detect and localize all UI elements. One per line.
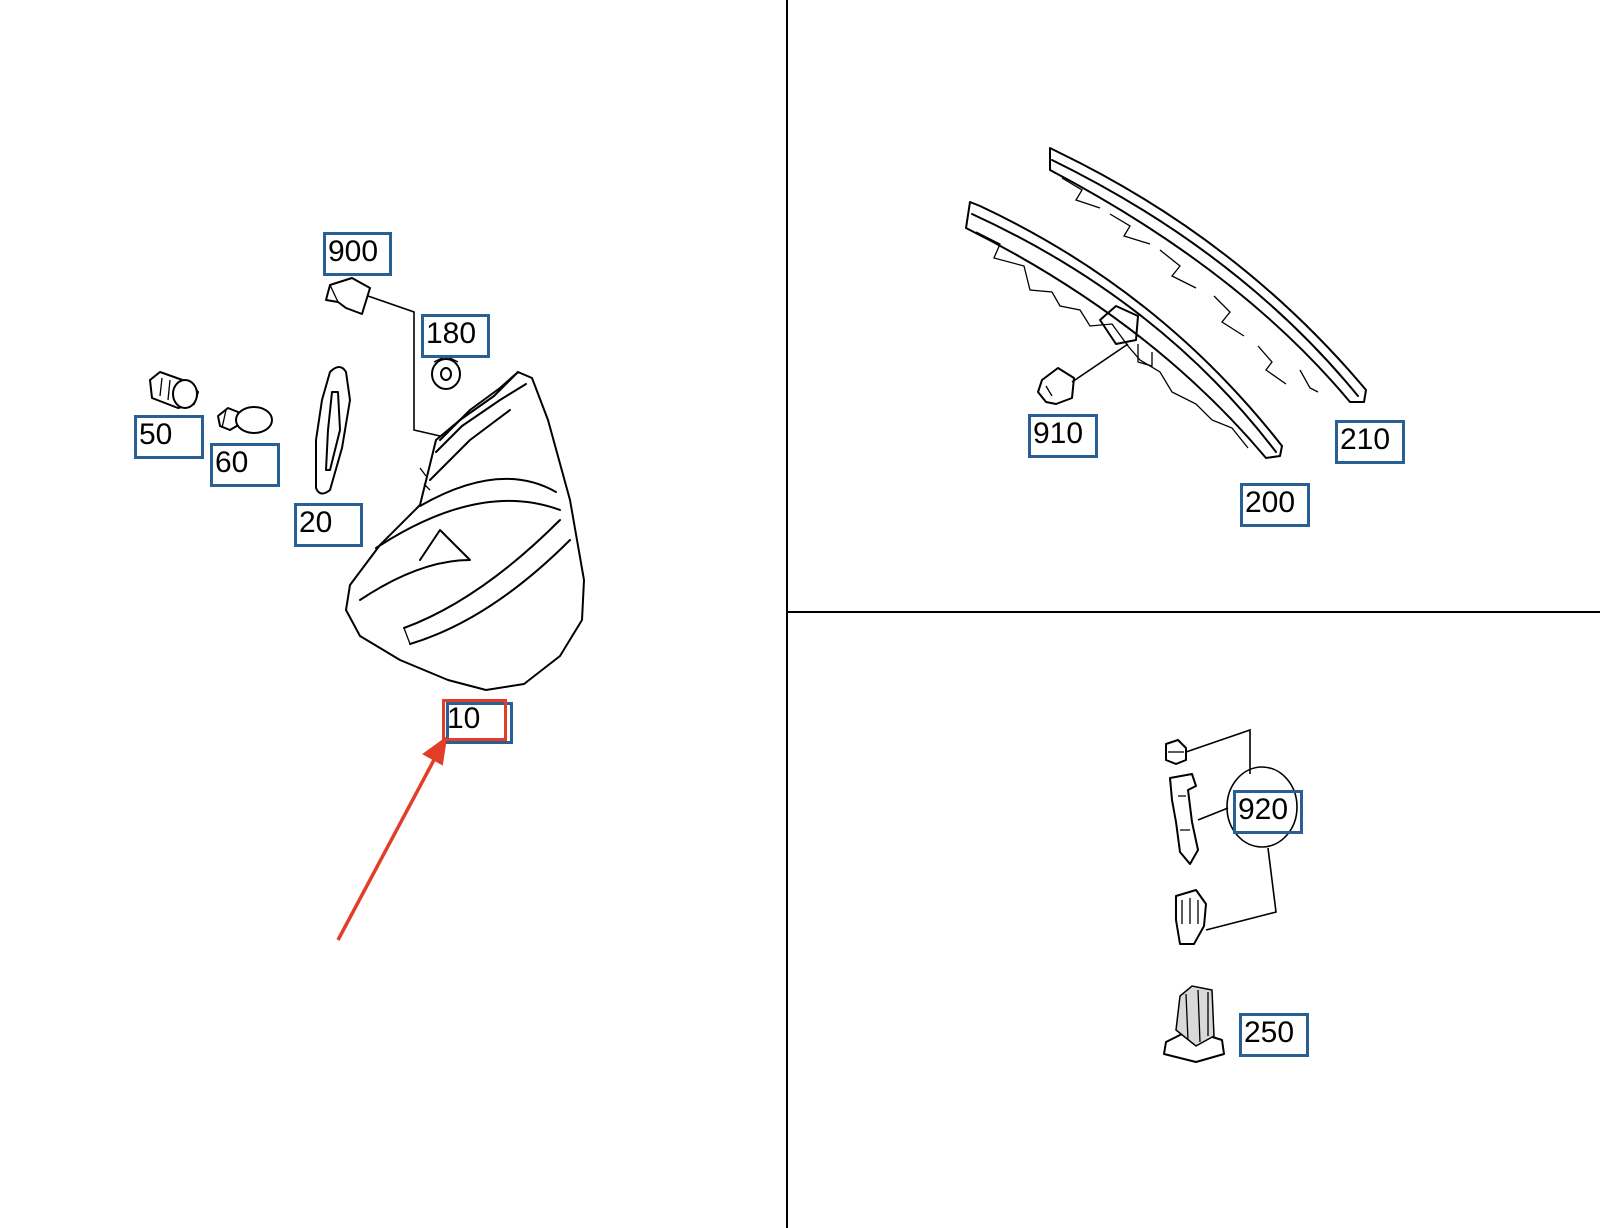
part-910-drawing [1037, 367, 1075, 405]
part-20-drawing [315, 366, 351, 495]
horizontal-divider [786, 611, 1600, 613]
callout-60[interactable]: 60 [210, 443, 280, 487]
callout-10[interactable]: 10 [442, 699, 507, 741]
leader-910 [1071, 343, 1129, 383]
callout-910[interactable]: 910 [1028, 414, 1098, 458]
part-210-drawing [1049, 147, 1367, 403]
part-10-drawing [345, 371, 585, 691]
callout-210[interactable]: 210 [1335, 420, 1405, 464]
part-900-drawing [325, 277, 371, 315]
callout-920[interactable]: 920 [1233, 790, 1303, 834]
callout-10-blue [446, 702, 513, 744]
leader-900 [367, 295, 441, 437]
leader-920 [1185, 728, 1298, 931]
vertical-divider [786, 0, 788, 1228]
part-200-drawing [965, 201, 1283, 459]
callout-250[interactable]: 250 [1239, 1013, 1309, 1057]
part-920-drawing [1165, 739, 1207, 945]
callout-200[interactable]: 200 [1240, 483, 1310, 527]
callout-50[interactable]: 50 [134, 415, 204, 459]
part-180-drawing [431, 355, 461, 390]
callout-20[interactable]: 20 [294, 503, 363, 547]
highlight-arrow [336, 735, 448, 941]
callout-180[interactable]: 180 [421, 314, 490, 358]
part-60-drawing [217, 406, 273, 434]
part-250-drawing [1163, 985, 1225, 1063]
part-50-drawing [149, 371, 199, 409]
callout-900[interactable]: 900 [323, 232, 392, 276]
